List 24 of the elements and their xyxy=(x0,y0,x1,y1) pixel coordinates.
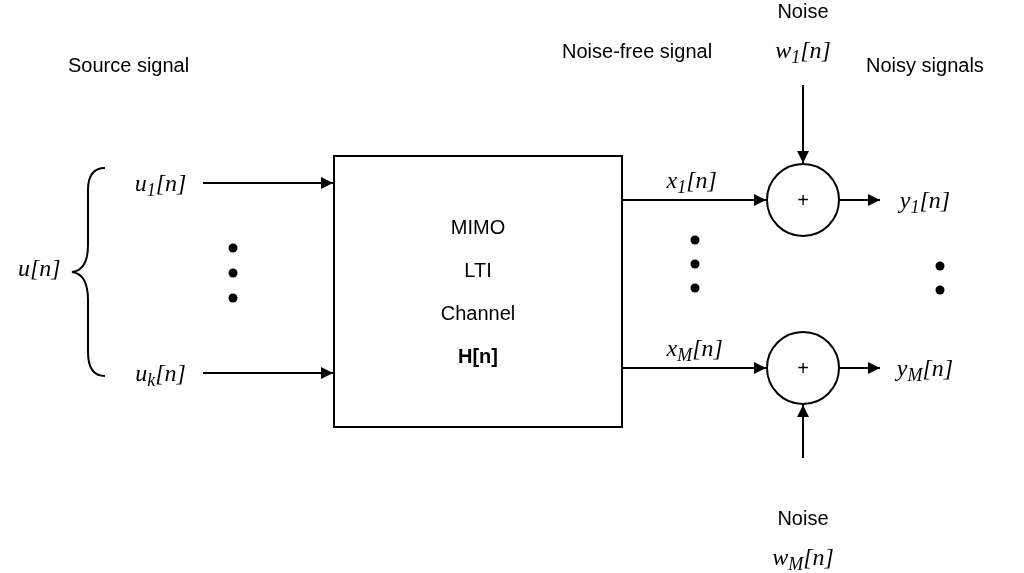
caption-text: Source signal xyxy=(68,53,190,78)
arrow xyxy=(622,194,767,206)
arrow xyxy=(797,84,809,164)
signal-symbol: u$_{k}$[n] xyxy=(135,359,186,391)
noise-symbol: w$_{1}$[n] xyxy=(775,36,831,64)
signal-symbol: u$_{1}$[n] xyxy=(134,169,187,201)
caption-text: Noise-free signal xyxy=(562,39,713,64)
noise-label: Noise xyxy=(777,0,829,22)
arrow xyxy=(202,177,334,189)
arrow xyxy=(202,367,334,379)
arrow xyxy=(622,362,767,374)
summing-junction: + xyxy=(766,163,840,237)
arrow xyxy=(797,404,809,459)
block-label: MIMO LTI Channel H[n] xyxy=(439,214,517,369)
signal-symbol: y$_{1}$[n] xyxy=(899,186,951,218)
arrow xyxy=(839,362,881,374)
arrow xyxy=(839,194,881,206)
noise-symbol: w$_{M}$[n] xyxy=(772,543,834,571)
caption-text: Noisy signals xyxy=(866,53,984,78)
signal-symbol: y$_{M}$[n] xyxy=(896,354,954,386)
summing-junction: + xyxy=(766,331,840,405)
channel-box xyxy=(333,155,623,428)
math-label: u[n] xyxy=(18,254,61,283)
noise-label: Noise xyxy=(777,507,829,529)
